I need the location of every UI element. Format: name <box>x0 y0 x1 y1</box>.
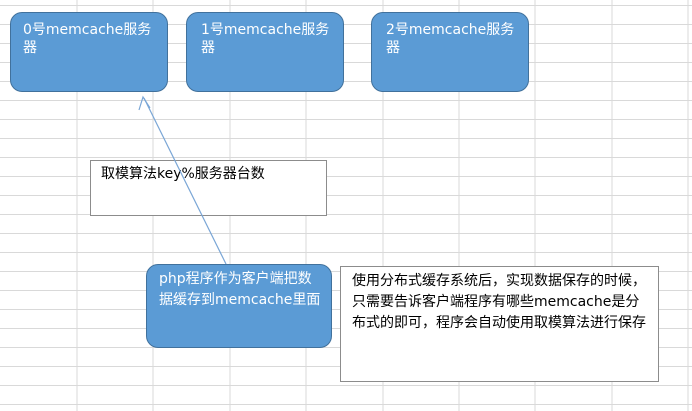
client-label: php程序作为客户端把数据缓存到memcache里面 <box>159 271 321 308</box>
explanation-note-text: 使用分布式缓存系统后，实现数据保存的时候，只需要告诉客户端程序有哪些memcac… <box>352 273 646 331</box>
algorithm-note-text: 取模算法key%服务器台数 <box>101 166 265 182</box>
explanation-note[interactable]: 使用分布式缓存系统后，实现数据保存的时候，只需要告诉客户端程序有哪些memcac… <box>340 266 659 382</box>
client-box[interactable]: php程序作为客户端把数据缓存到memcache里面 <box>146 264 332 348</box>
server-1-label: 1号memcache服务器 <box>201 22 330 56</box>
server-0-label: 0号memcache服务器 <box>23 22 152 56</box>
server-1-box[interactable]: 1号memcache服务器 <box>186 12 344 92</box>
algorithm-note[interactable]: 取模算法key%服务器台数 <box>90 160 327 216</box>
server-2-label: 2号memcache服务器 <box>386 22 515 56</box>
server-0-box[interactable]: 0号memcache服务器 <box>10 12 168 92</box>
server-2-box[interactable]: 2号memcache服务器 <box>371 12 529 92</box>
